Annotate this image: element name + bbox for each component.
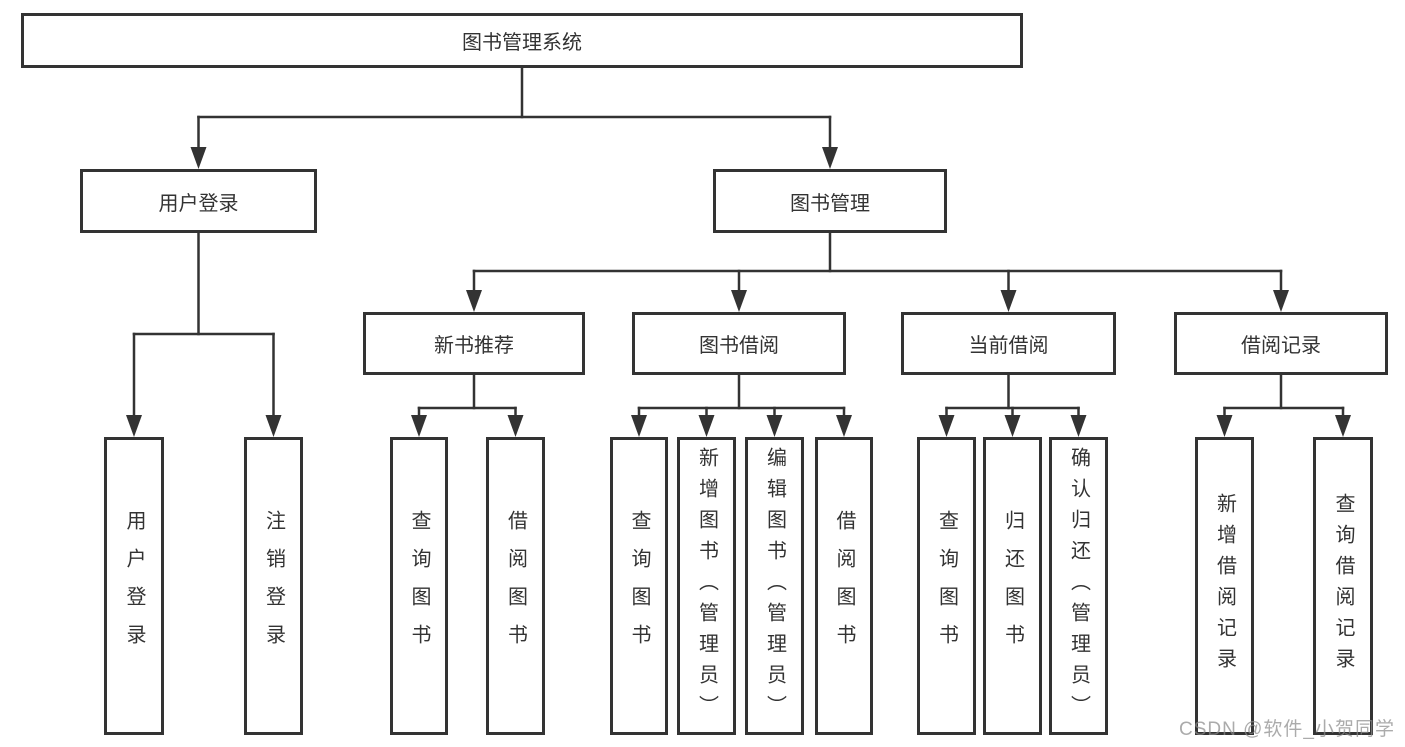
node-root-system: 图书管理系统 xyxy=(21,13,1023,68)
arrowhead-icon xyxy=(731,290,747,312)
arrowhead-icon xyxy=(766,415,783,437)
leaf-label: 查询图书 xyxy=(628,510,650,662)
arrowhead-icon xyxy=(836,415,852,437)
leaf-confirm-return-admin: 确认归还（管理员） xyxy=(1049,437,1108,735)
node-label: 用户登录 xyxy=(158,192,239,215)
leaf-borrow-books-1: 借阅图书 xyxy=(486,437,545,735)
leaf-borrow-books-2: 借阅图书 xyxy=(815,437,873,735)
node-label: 借阅记录 xyxy=(1241,335,1321,357)
leaf-label: 查询图书 xyxy=(935,510,958,662)
leaf-edit-book-admin: 编辑图书（管理员） xyxy=(745,437,804,735)
leaf-label: 新增借阅记录 xyxy=(1213,493,1236,679)
arrowhead-icon xyxy=(1216,415,1233,437)
leaf-add-book-admin: 新增图书（管理员） xyxy=(677,437,736,735)
arrowhead-icon xyxy=(411,415,427,437)
arrowhead-icon xyxy=(631,415,647,437)
leaf-label: 用户登录 xyxy=(123,510,145,662)
node-label: 图书管理系统 xyxy=(462,32,582,54)
arrowhead-icon xyxy=(466,290,482,312)
arrowhead-icon xyxy=(265,415,282,437)
leaf-label: 确认归还（管理员） xyxy=(1067,446,1090,726)
node-user-login: 用户登录 xyxy=(80,169,317,233)
node-borrowing-records: 借阅记录 xyxy=(1174,312,1388,375)
arrowhead-icon xyxy=(1000,290,1017,312)
arrowhead-icon xyxy=(507,415,524,437)
arrowhead-icon xyxy=(126,415,142,437)
node-label: 新书推荐 xyxy=(434,335,514,357)
leaf-label: 查询图书 xyxy=(408,510,430,662)
leaf-label: 借阅图书 xyxy=(833,510,855,662)
leaf-query-books-2: 查询图书 xyxy=(610,437,668,735)
node-label: 图书借阅 xyxy=(699,335,779,357)
leaf-logout: 注销登录 xyxy=(244,437,303,735)
node-book-borrowing: 图书借阅 xyxy=(632,312,846,375)
leaf-query-books-1: 查询图书 xyxy=(390,437,448,735)
leaf-label: 编辑图书（管理员） xyxy=(763,446,786,726)
arrowhead-icon xyxy=(1273,290,1289,312)
leaf-return-book: 归还图书 xyxy=(983,437,1042,735)
leaf-label: 查询借阅记录 xyxy=(1332,493,1354,679)
leaf-add-borrow-record: 新增借阅记录 xyxy=(1195,437,1254,735)
leaf-user-login: 用户登录 xyxy=(104,437,164,735)
node-book-management: 图书管理 xyxy=(713,169,947,233)
leaf-label: 借阅图书 xyxy=(504,510,527,662)
leaf-label: 新增图书（管理员） xyxy=(695,446,718,726)
leaf-label: 注销登录 xyxy=(262,510,285,662)
arrowhead-icon xyxy=(822,147,838,169)
arrowhead-icon xyxy=(190,147,207,169)
arrowhead-icon xyxy=(1070,415,1087,437)
node-label: 图书管理 xyxy=(790,192,870,215)
watermark: CSDN @软件_小贺同学 xyxy=(1179,719,1395,740)
arrowhead-icon xyxy=(1335,415,1351,437)
arrowhead-icon xyxy=(698,415,715,437)
node-new-book-recommend: 新书推荐 xyxy=(363,312,585,375)
leaf-label: 归还图书 xyxy=(1001,510,1024,662)
arrowhead-icon xyxy=(1004,415,1021,437)
node-current-borrowing: 当前借阅 xyxy=(901,312,1116,375)
arrowhead-icon xyxy=(938,415,955,437)
leaf-query-borrow-record: 查询借阅记录 xyxy=(1313,437,1373,735)
node-label: 当前借阅 xyxy=(968,335,1049,357)
leaf-query-books-3: 查询图书 xyxy=(917,437,976,735)
